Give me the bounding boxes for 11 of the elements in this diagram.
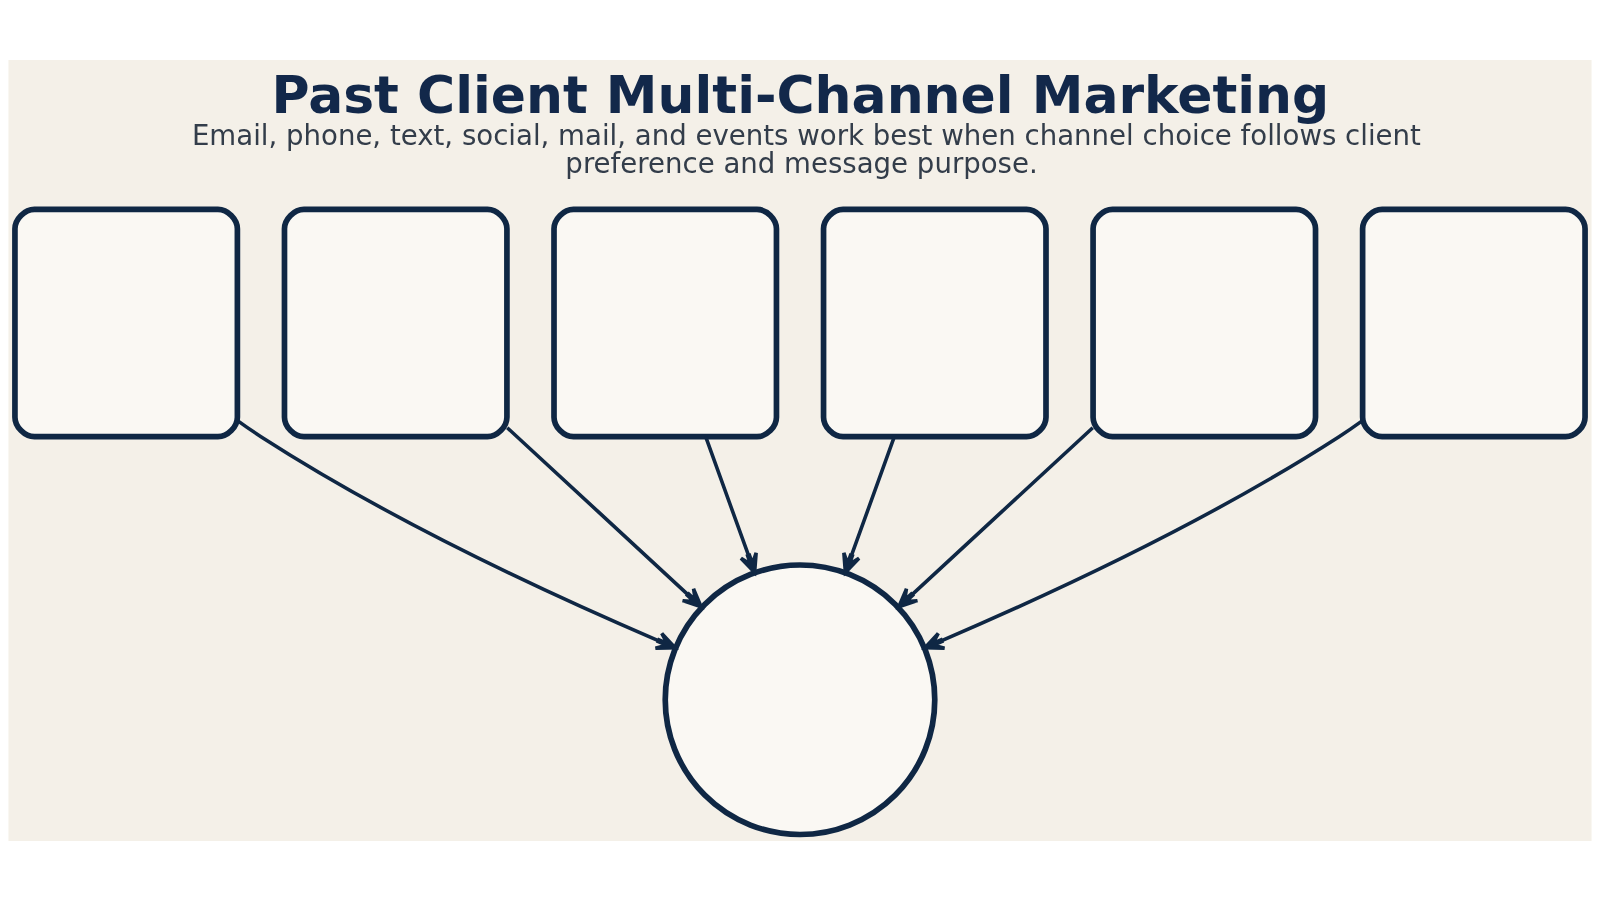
arrow (236, 418, 677, 650)
node-box (1090, 206, 1319, 440)
arrow (923, 418, 1364, 650)
arrow (897, 425, 1094, 609)
node-box (551, 206, 780, 440)
arrow (506, 425, 703, 609)
node-box (1359, 206, 1588, 440)
node-circle (662, 561, 938, 837)
node-box (12, 206, 241, 440)
node-box (281, 206, 510, 440)
node-box (820, 206, 1049, 440)
